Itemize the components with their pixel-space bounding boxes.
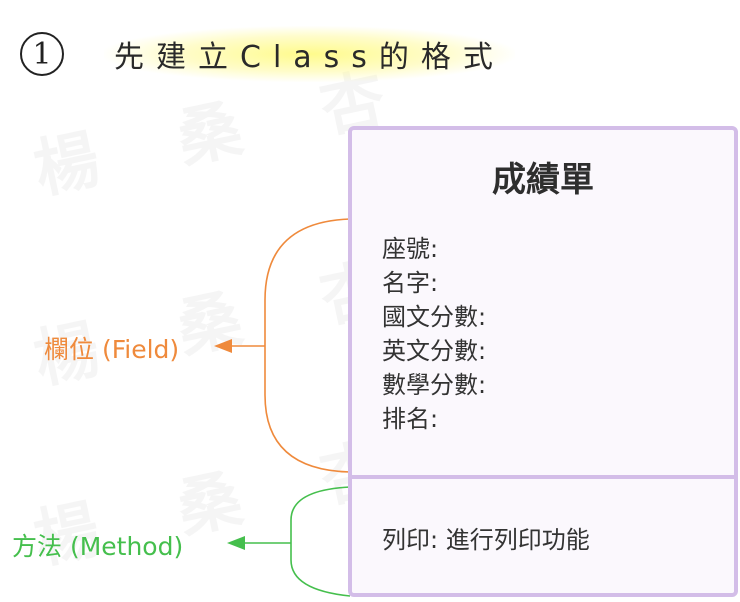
field-label: 欄位 (Field) — [44, 335, 180, 364]
field-item: 國文分數: — [382, 303, 487, 331]
field-item: 座號: — [382, 235, 439, 263]
field-list: 座號: 名字: 國文分數: 英文分數: 數學分數: 排名: — [382, 232, 486, 436]
method-item: 列印: 進行列印功能 — [382, 526, 590, 554]
class-name: 成績單 — [492, 160, 594, 200]
method-label: 方法 (Method) — [12, 532, 184, 561]
field-bracket — [264, 218, 351, 473]
field-item: 數學分數: — [382, 371, 487, 399]
title-row: 1 先建立Class的格式 — [20, 24, 515, 84]
field-item: 排名: — [382, 405, 439, 433]
method-arrow-icon — [227, 536, 245, 550]
page-title: 先建立Class的格式 — [104, 26, 515, 82]
field-item: 名字: — [382, 269, 439, 297]
field-item: 英文分數: — [382, 337, 487, 365]
field-arrow-icon — [214, 339, 232, 353]
method-bracket — [290, 486, 351, 597]
step-number-badge: 1 — [20, 32, 64, 76]
class-box: 成績單 座號: 名字: 國文分數: 英文分數: 數學分數: 排名: 列印: 進行… — [348, 126, 738, 597]
section-divider — [352, 475, 734, 479]
